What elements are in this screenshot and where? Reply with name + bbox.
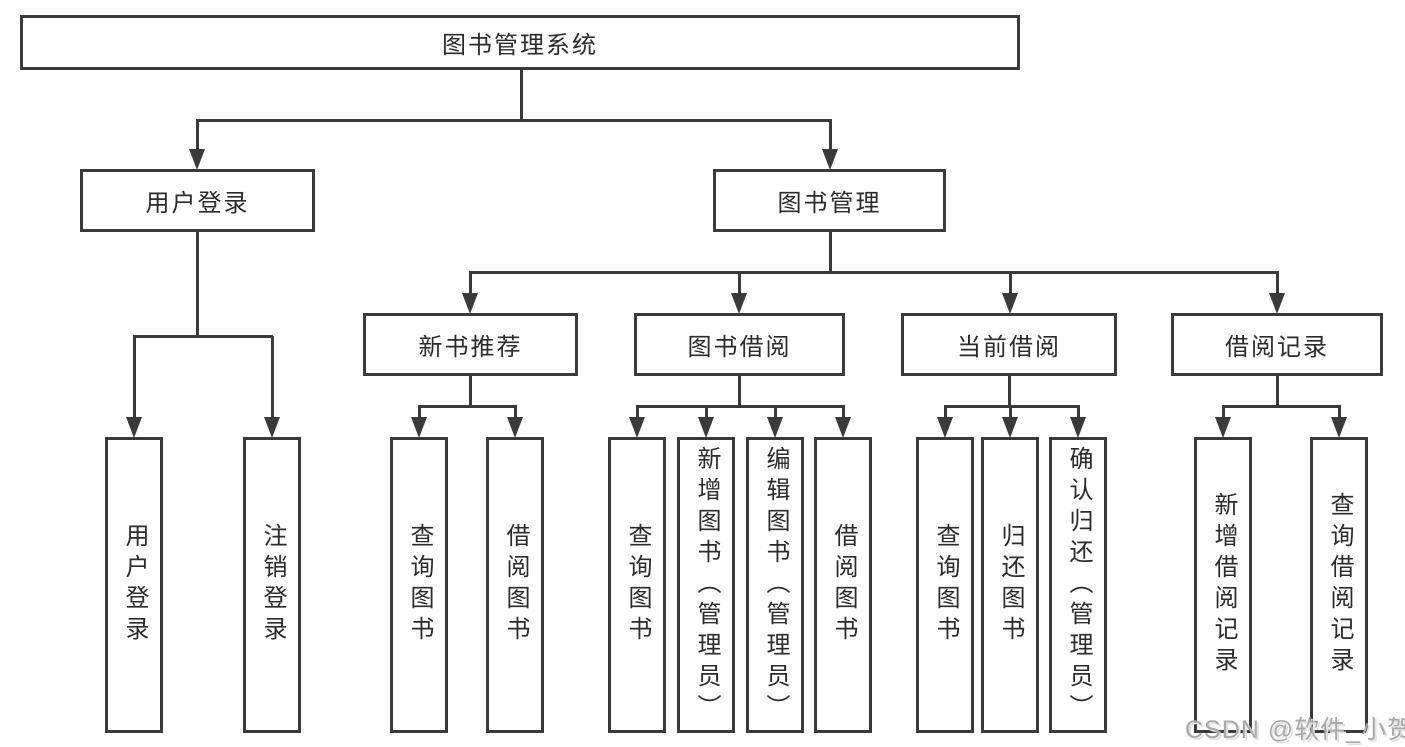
- leaf-user-login-label: 用户登录: [121, 523, 148, 647]
- leaf-borrow-edit-book: 编辑图书（管理员）: [746, 437, 804, 733]
- connector-drop-user-login: [196, 120, 199, 152]
- node-new-book-recommend: 新书推荐: [363, 313, 578, 376]
- leaf-newbook-borrow-label: 借阅图书: [502, 523, 529, 647]
- connector-drop-br-add: [1222, 406, 1225, 420]
- node-book-management-label: 图书管理: [777, 190, 882, 217]
- connector-bookborrow-bar: [636, 405, 845, 408]
- connector-drop-current-borrow: [1009, 272, 1012, 296]
- connector-userlogin-bar: [133, 335, 273, 338]
- node-root: 图书管理系统: [20, 15, 1020, 70]
- connector-drop-cb-confirm: [1077, 406, 1080, 420]
- leaf-borrow-query: 查询图书: [608, 437, 666, 733]
- leaf-records-add-label: 新增借阅记录: [1210, 492, 1237, 678]
- arrowhead-bb-query-icon: [629, 417, 645, 438]
- connector-drop-cb-return: [1009, 406, 1012, 420]
- arrowhead-br-add-icon: [1215, 417, 1231, 438]
- connector-root-bar: [196, 119, 832, 122]
- leaf-current-return-label: 归还图书: [997, 523, 1024, 647]
- connector-drop-leaf-login: [133, 336, 136, 420]
- arrowhead-cb-query-icon: [937, 417, 953, 438]
- connector-drop-bb-query: [636, 406, 639, 420]
- leaf-newbook-query: 查询图书: [390, 437, 448, 733]
- leaf-current-return: 归还图书: [981, 437, 1039, 733]
- leaf-logout-label: 注销登录: [259, 523, 286, 647]
- connector-drop-nb-query: [418, 406, 421, 420]
- connector-drop-bb-edit: [774, 406, 777, 420]
- connector-bookborrow-stem: [738, 376, 741, 407]
- connector-drop-borrow-records: [1276, 272, 1279, 296]
- arrowhead-br-query-icon: [1331, 417, 1347, 438]
- arrowhead-nb-query-icon: [411, 417, 427, 438]
- connector-drop-bb-borrow: [842, 406, 845, 420]
- node-current-borrow: 当前借阅: [901, 313, 1117, 376]
- connector-drop-br-query: [1338, 406, 1341, 420]
- node-book-borrow: 图书借阅: [634, 313, 845, 376]
- node-new-book-recommend-label: 新书推荐: [418, 334, 523, 361]
- leaf-records-query-label: 查询借阅记录: [1326, 492, 1353, 678]
- arrowhead-new-book-rec-icon: [462, 293, 478, 314]
- leaf-newbook-query-label: 查询图书: [406, 523, 433, 647]
- leaf-borrow-add-book: 新增图书（管理员）: [677, 437, 735, 733]
- leaf-newbook-borrow: 借阅图书: [486, 437, 544, 733]
- leaf-current-query-label: 查询图书: [932, 523, 959, 647]
- arrowhead-leaf-login-icon: [126, 417, 142, 438]
- leaf-borrow-edit-book-label: 编辑图书（管理员）: [762, 445, 789, 725]
- connector-drop-bb-add: [705, 406, 708, 420]
- connector-root-stem: [520, 70, 523, 121]
- csdn-watermark: CSDN @软件_小贺同学: [1185, 716, 1405, 744]
- leaf-records-query: 查询借阅记录: [1310, 437, 1368, 733]
- arrowhead-user-login-icon: [189, 149, 205, 170]
- connector-borrowrecords-stem: [1276, 376, 1279, 407]
- node-book-management: 图书管理: [713, 169, 946, 232]
- connector-borrowrecords-bar: [1222, 405, 1341, 408]
- node-current-borrow-label: 当前借阅: [957, 334, 1061, 361]
- leaf-current-confirm-return-label: 确认归还（管理员）: [1065, 445, 1092, 725]
- connector-newbookrec-bar: [418, 405, 517, 408]
- arrowhead-nb-borrow-icon: [507, 417, 523, 438]
- node-root-label: 图书管理系统: [442, 32, 598, 59]
- connector-drop-new-book-rec: [469, 272, 472, 296]
- connector-bookmgmt-bar: [469, 271, 1279, 274]
- leaf-borrow-borrow-book: 借阅图书: [814, 437, 872, 733]
- leaf-user-login: 用户登录: [105, 437, 163, 733]
- connector-drop-leaf-logout: [271, 336, 274, 420]
- leaf-records-add: 新增借阅记录: [1194, 437, 1252, 733]
- arrowhead-book-mgmt-icon: [822, 149, 838, 170]
- leaf-borrow-query-label: 查询图书: [624, 523, 651, 647]
- leaf-borrow-borrow-book-label: 借阅图书: [830, 523, 857, 647]
- leaf-borrow-add-book-label: 新增图书（管理员）: [693, 445, 720, 725]
- arrowhead-bb-borrow-icon: [835, 417, 851, 438]
- arrowhead-current-borrow-icon: [1002, 293, 1018, 314]
- arrowhead-book-borrow-icon: [731, 293, 747, 314]
- node-book-borrow-label: 图书借阅: [687, 334, 792, 361]
- connector-currentborrow-stem: [1008, 376, 1011, 407]
- arrowhead-bb-edit-icon: [767, 417, 783, 438]
- leaf-current-query: 查询图书: [916, 437, 974, 733]
- node-borrow-records: 借阅记录: [1171, 313, 1383, 376]
- arrowhead-bb-add-icon: [698, 417, 714, 438]
- connector-drop-book-borrow: [738, 272, 741, 296]
- connector-drop-book-mgmt: [829, 120, 832, 152]
- connector-drop-nb-borrow: [514, 406, 517, 420]
- node-user-login-label: 用户登录: [145, 190, 250, 217]
- arrowhead-borrow-records-icon: [1269, 293, 1285, 314]
- arrowhead-leaf-logout-icon: [264, 417, 280, 438]
- leaf-current-confirm-return: 确认归还（管理员）: [1049, 437, 1107, 733]
- node-borrow-records-label: 借阅记录: [1225, 334, 1329, 361]
- arrowhead-cb-return-icon: [1002, 417, 1018, 438]
- connector-newbookrec-stem: [469, 376, 472, 407]
- connector-userlogin-stem: [196, 232, 199, 337]
- connector-drop-cb-query: [944, 406, 947, 420]
- connector-currentborrow-bar: [944, 405, 1080, 408]
- leaf-logout: 注销登录: [243, 437, 301, 733]
- node-user-login: 用户登录: [80, 169, 315, 232]
- arrowhead-cb-confirm-icon: [1070, 417, 1086, 438]
- connector-bookmgmt-stem: [829, 232, 832, 273]
